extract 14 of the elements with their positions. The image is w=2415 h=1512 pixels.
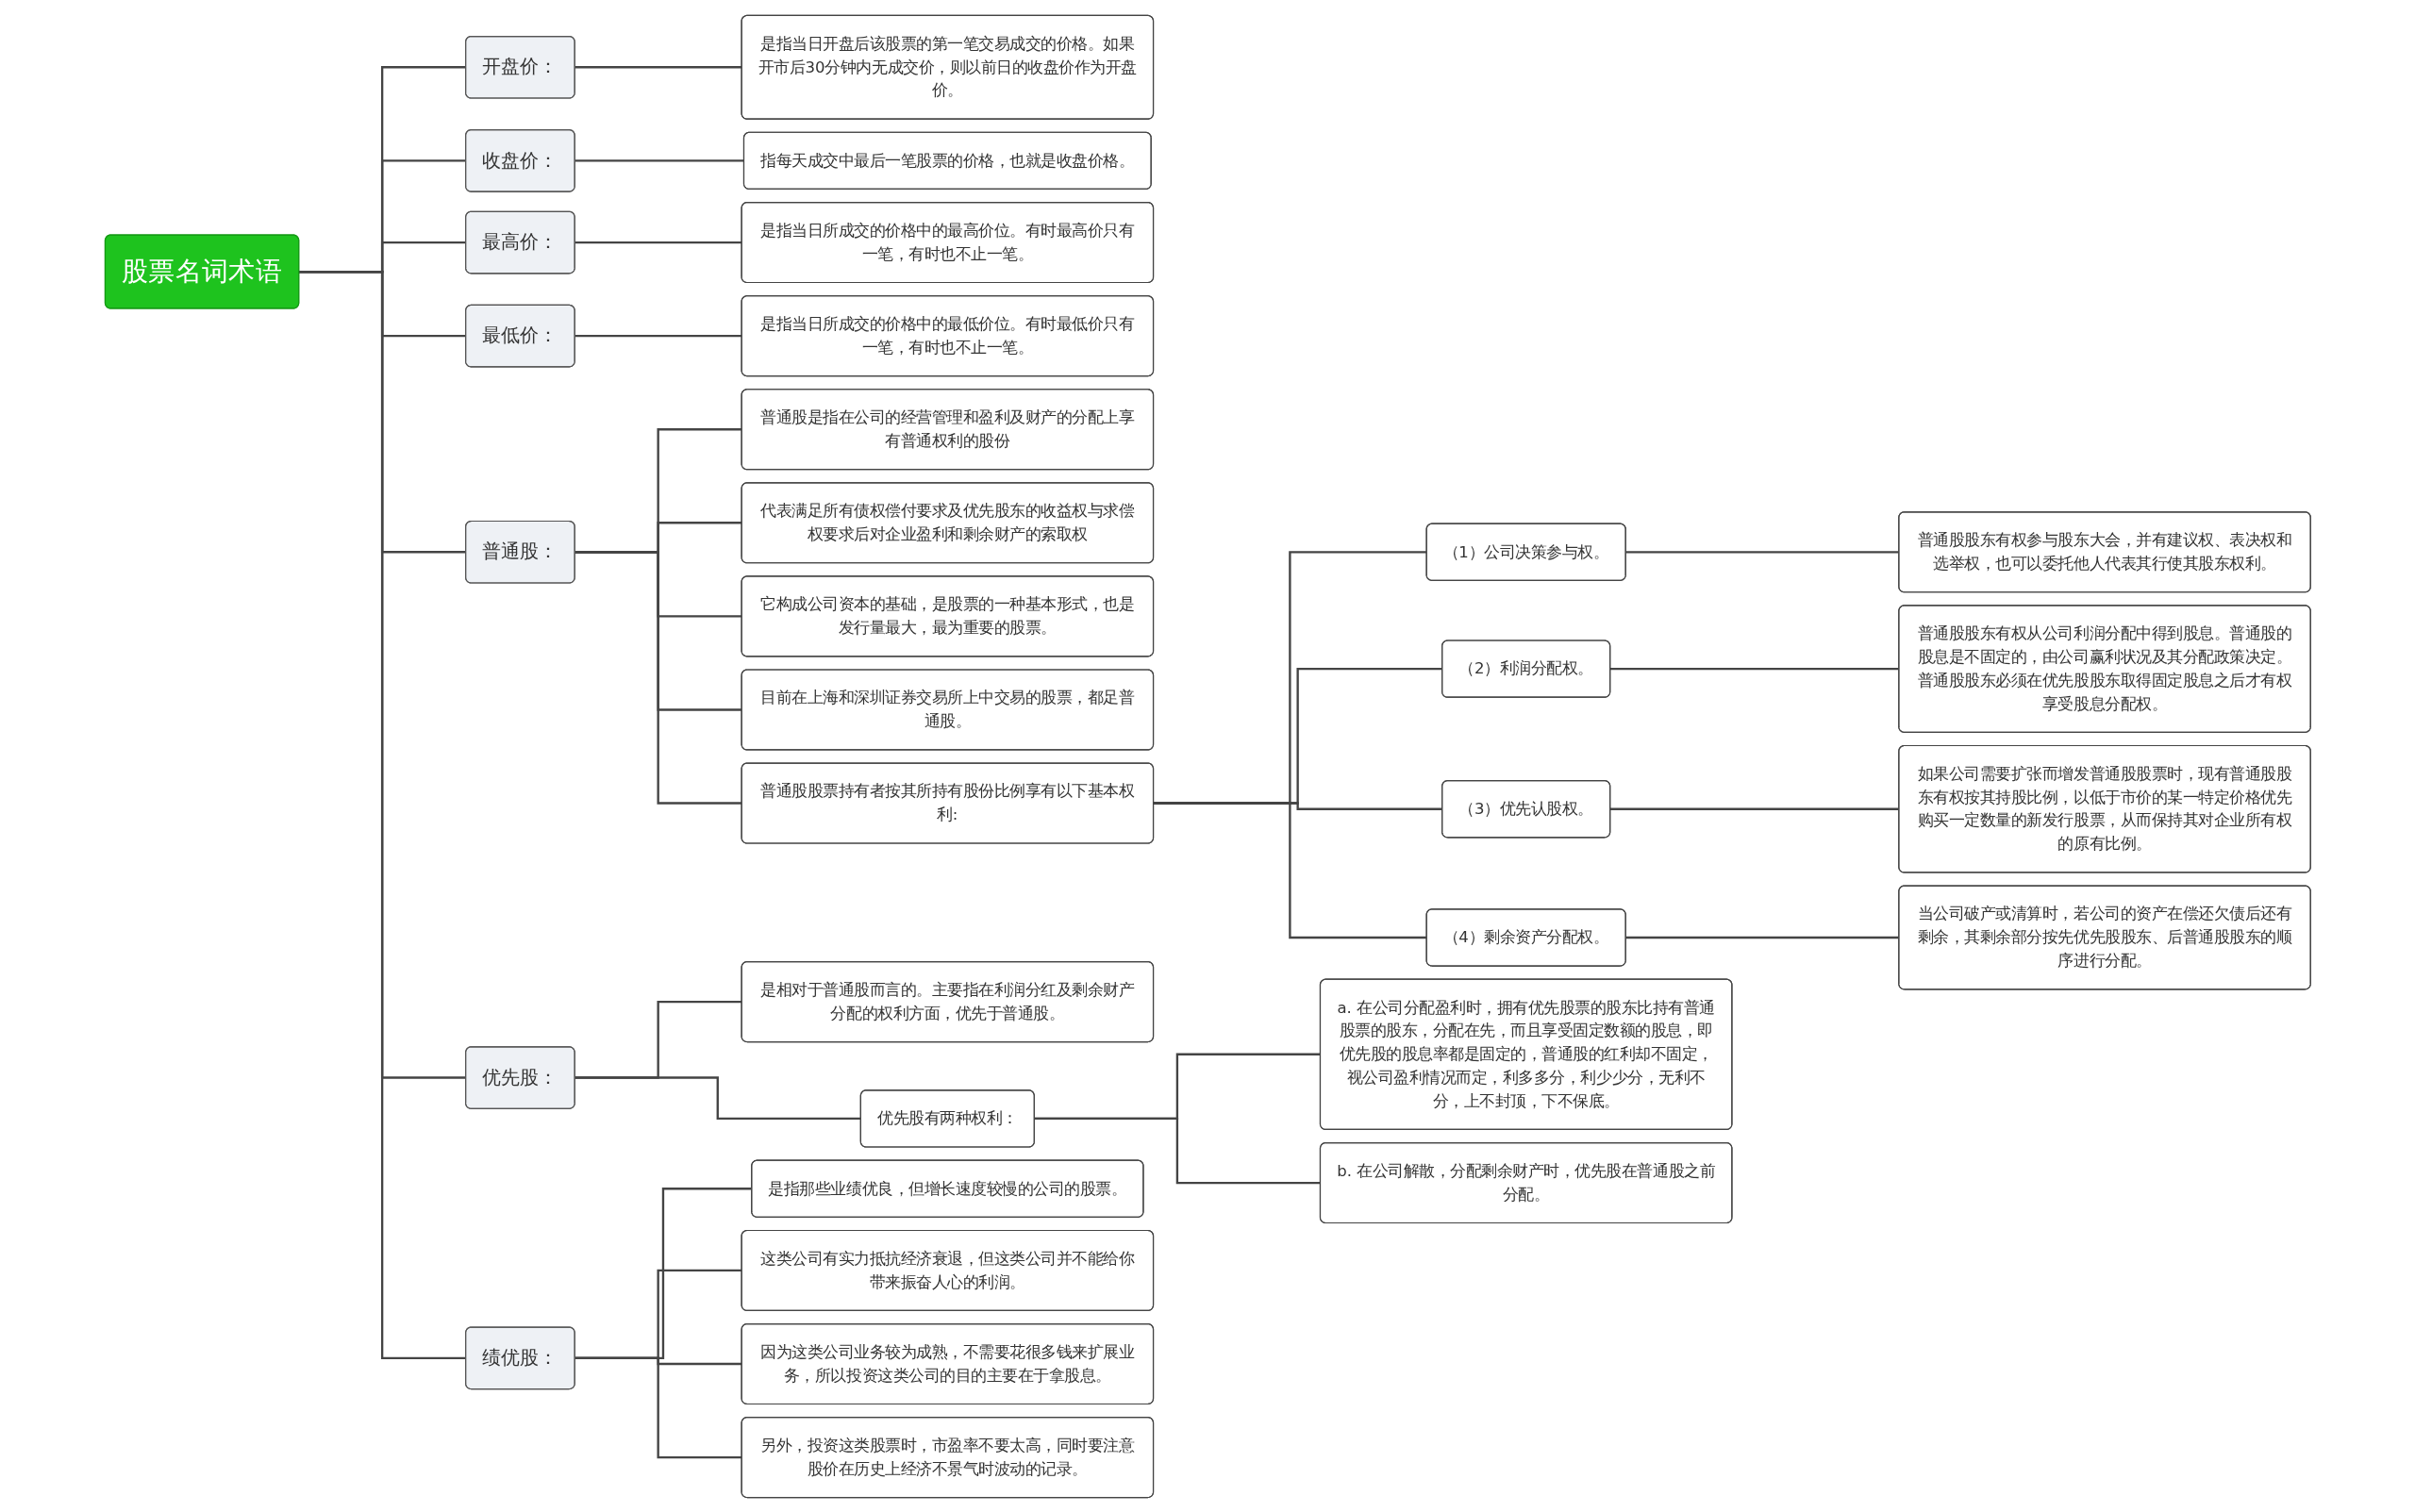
connector bbox=[1609, 667, 1899, 670]
connector bbox=[1153, 801, 1426, 939]
connector bbox=[1624, 550, 1899, 553]
connector bbox=[574, 550, 741, 805]
connector bbox=[298, 270, 466, 1359]
connector bbox=[574, 1075, 860, 1120]
connector bbox=[574, 334, 741, 337]
connector bbox=[1624, 936, 1899, 939]
connector bbox=[574, 241, 741, 243]
connector bbox=[574, 65, 741, 68]
connector bbox=[574, 1356, 741, 1458]
connector bbox=[574, 158, 744, 162]
connector bbox=[1609, 807, 1899, 810]
connector bbox=[1034, 1117, 1321, 1184]
